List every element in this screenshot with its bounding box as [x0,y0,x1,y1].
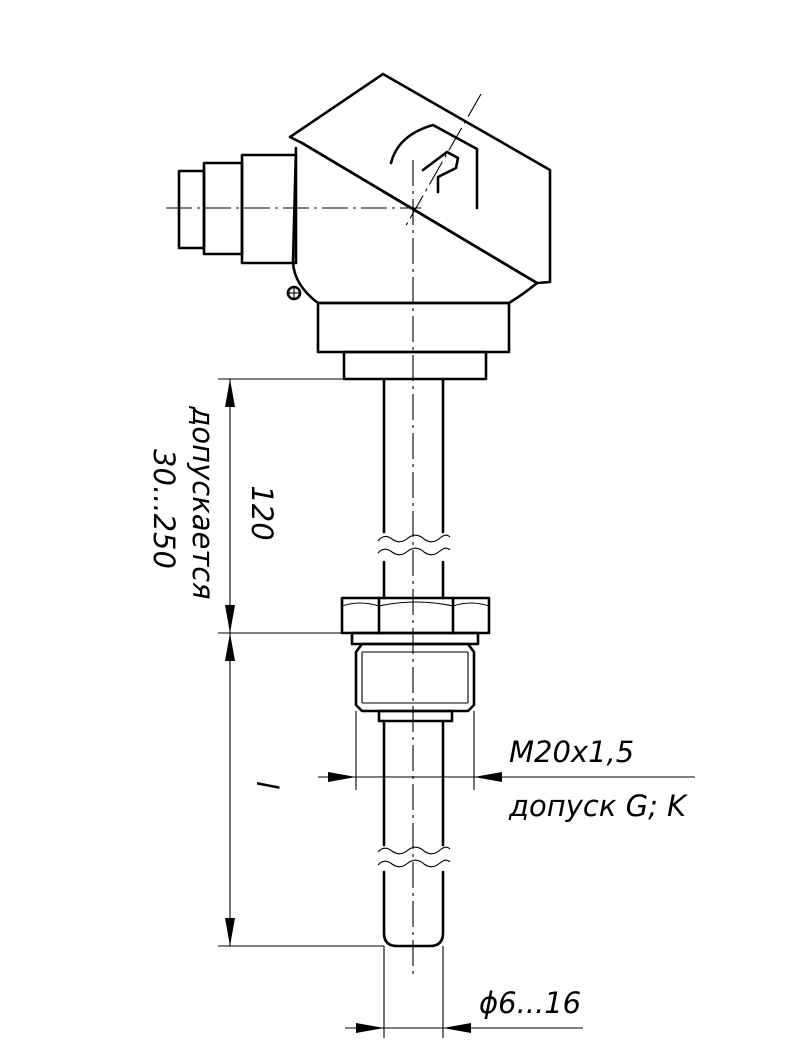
terminal-block [389,123,479,210]
screw-icon [286,285,302,301]
vertical-dimensions [218,378,384,947]
upper-tube [377,377,451,600]
terminal-head [286,72,552,381]
lower-tube [377,719,451,948]
head-body [291,146,539,305]
diameter-dimension [345,946,583,1038]
thread-size-label: M20x1,5 [509,735,634,769]
dim-label-allowed: допускается [186,405,220,599]
lid-centerline [403,93,482,230]
head-lid [288,72,552,285]
probe-tip [382,870,445,948]
dim-label-120: 120 [245,485,279,540]
dim-label-range: 30...250 [147,449,181,569]
thread-tolerance-label: допуск G; K [508,789,688,823]
head-collar [342,350,488,381]
diameter-label: ϕ6...16 [479,986,581,1020]
threaded-fitting [340,596,491,723]
cable-gland [177,153,298,265]
thread-dimension [318,711,695,790]
dim-label-immersion: l [250,781,284,789]
